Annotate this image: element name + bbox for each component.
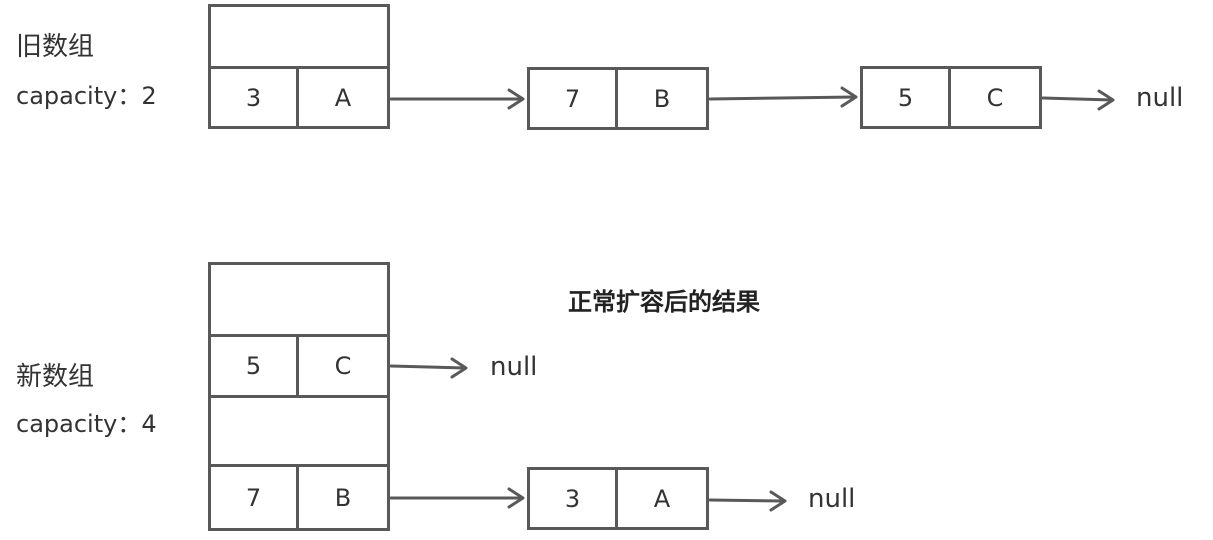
arrow-old-2	[708, 86, 858, 108]
new-bucket-2	[208, 395, 390, 467]
old-chain-node-2: 5 C	[860, 66, 1042, 129]
new-array-label: 新数组	[16, 362, 95, 392]
node-key: 3	[530, 470, 618, 527]
node-value: A	[334, 83, 352, 112]
old-bucket-1: 3 A	[208, 66, 390, 129]
old-array-capacity: capacity：2	[16, 82, 157, 110]
arrow-new-1	[389, 357, 468, 379]
old-array-label: 旧数组	[16, 32, 95, 62]
new-bucket3-null: null	[808, 484, 856, 514]
old-chain-node-1: 7 B	[527, 67, 709, 130]
arrow-old-3	[1041, 89, 1115, 111]
node-value: B	[653, 84, 671, 113]
new-bucket-0	[208, 262, 390, 337]
new-bucket-3: 7 B	[208, 464, 390, 531]
arrow-new-2	[389, 487, 525, 509]
node-value: B	[334, 483, 352, 512]
node-key: 3	[211, 69, 299, 126]
new-chain-node: 3 A	[527, 467, 709, 530]
node-key: 5	[211, 337, 299, 395]
node-key: 5	[863, 69, 951, 126]
node-key: 7	[211, 467, 299, 528]
new-bucket-1: 5 C	[208, 334, 390, 398]
node-value: C	[986, 83, 1004, 112]
old-chain-null: null	[1136, 83, 1184, 113]
node-value: A	[653, 484, 671, 513]
new-bucket1-null: null	[490, 352, 538, 382]
new-array-capacity: capacity：4	[16, 410, 157, 438]
result-title: 正常扩容后的结果	[568, 288, 760, 316]
node-key: 7	[530, 70, 618, 127]
node-value: C	[334, 352, 352, 380]
arrow-new-3	[708, 490, 787, 512]
arrow-old-1	[389, 88, 525, 110]
